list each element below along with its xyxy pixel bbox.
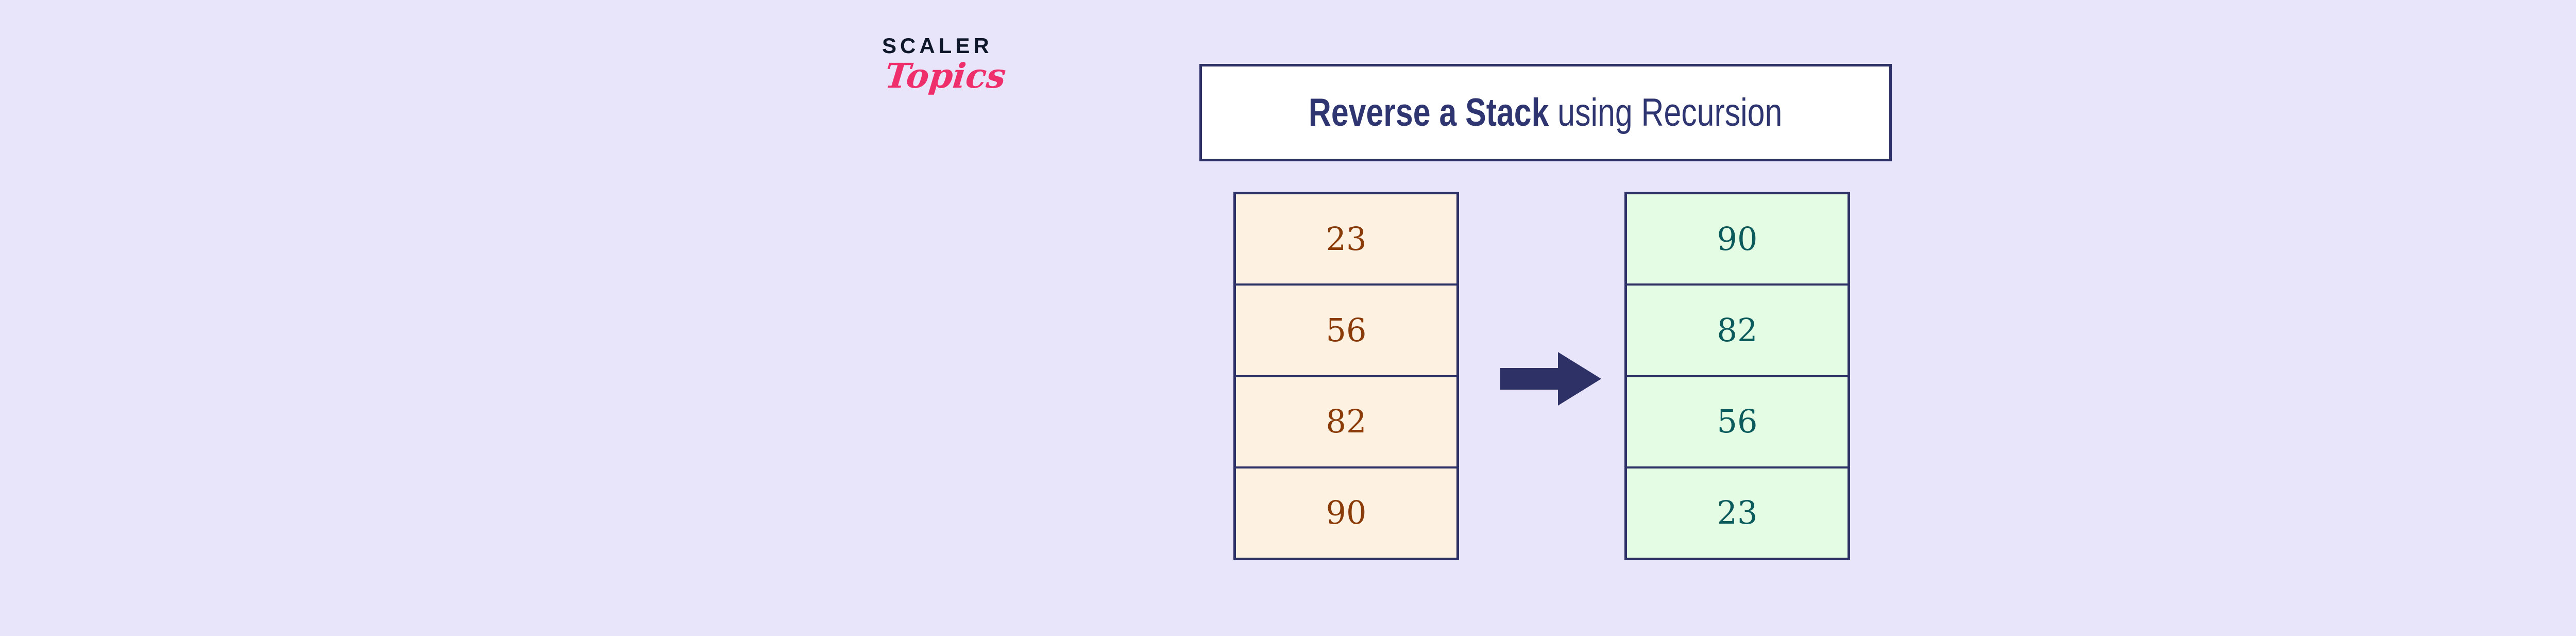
logo-wordmark-scaler: SCALER (882, 34, 993, 58)
title-strong-segment: Reverse a Stack (1309, 90, 1549, 135)
stack-cell: 56 (1236, 286, 1456, 377)
stack-cell: 82 (1627, 286, 1848, 377)
logo-script-topics: Topics (883, 56, 1008, 96)
stack-cell: 90 (1627, 194, 1848, 286)
input-stack: 23 56 82 90 (1233, 192, 1470, 574)
stack-cell: 23 (1236, 194, 1456, 286)
stack-cell: 56 (1627, 377, 1848, 468)
title-banner: Reverse a Stack using Recursion (1199, 64, 1892, 161)
page-title: Reverse a Stack using Recursion (1309, 93, 1782, 132)
stack-cell: 82 (1236, 377, 1456, 468)
stack-cell: 90 (1236, 468, 1456, 558)
output-stack: 90 82 56 23 (1624, 192, 1861, 574)
title-light-segment: using Recursion (1549, 90, 1783, 135)
arrow-right-icon (1500, 352, 1601, 406)
stack-cell: 23 (1627, 468, 1848, 558)
scaler-topics-logo: SCALER Topics (882, 35, 1037, 128)
